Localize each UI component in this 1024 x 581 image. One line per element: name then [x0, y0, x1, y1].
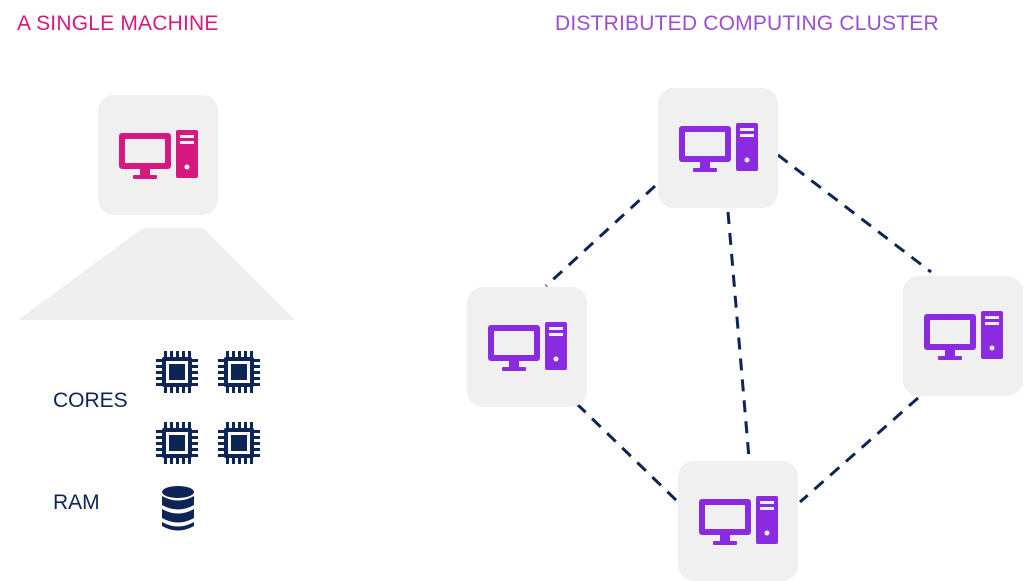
cpu-chip-icon — [218, 422, 260, 464]
database-stack-icon — [162, 486, 194, 531]
link-right-bottom — [799, 396, 919, 504]
desktop-computer-icon — [924, 311, 1003, 360]
cores-label: CORES — [53, 389, 128, 412]
desktop-computer-icon — [679, 123, 758, 172]
ram-label: RAM — [53, 491, 100, 514]
desktop-computer-icon — [699, 496, 778, 545]
single-machine-node — [98, 95, 218, 215]
cpu-chip-icon — [218, 351, 260, 393]
link-left-bottom — [575, 402, 680, 504]
single-machine-title: A SINGLE MACHINE — [17, 12, 219, 35]
cpu-chip-icon — [156, 422, 198, 464]
cluster-title: DISTRIBUTED COMPUTING CLUSTER — [555, 12, 939, 35]
link-top-bottom — [726, 211, 751, 459]
cluster-node-top — [658, 88, 778, 208]
cluster-node-left — [467, 287, 587, 407]
desktop-computer-icon — [488, 322, 567, 371]
cpu-chip-icon — [156, 351, 198, 393]
desktop-computer-icon — [119, 130, 198, 179]
cluster-node-bottom — [678, 461, 798, 581]
link-top-left — [544, 184, 657, 288]
cluster-node-right — [903, 276, 1023, 396]
link-top-right — [777, 153, 932, 274]
